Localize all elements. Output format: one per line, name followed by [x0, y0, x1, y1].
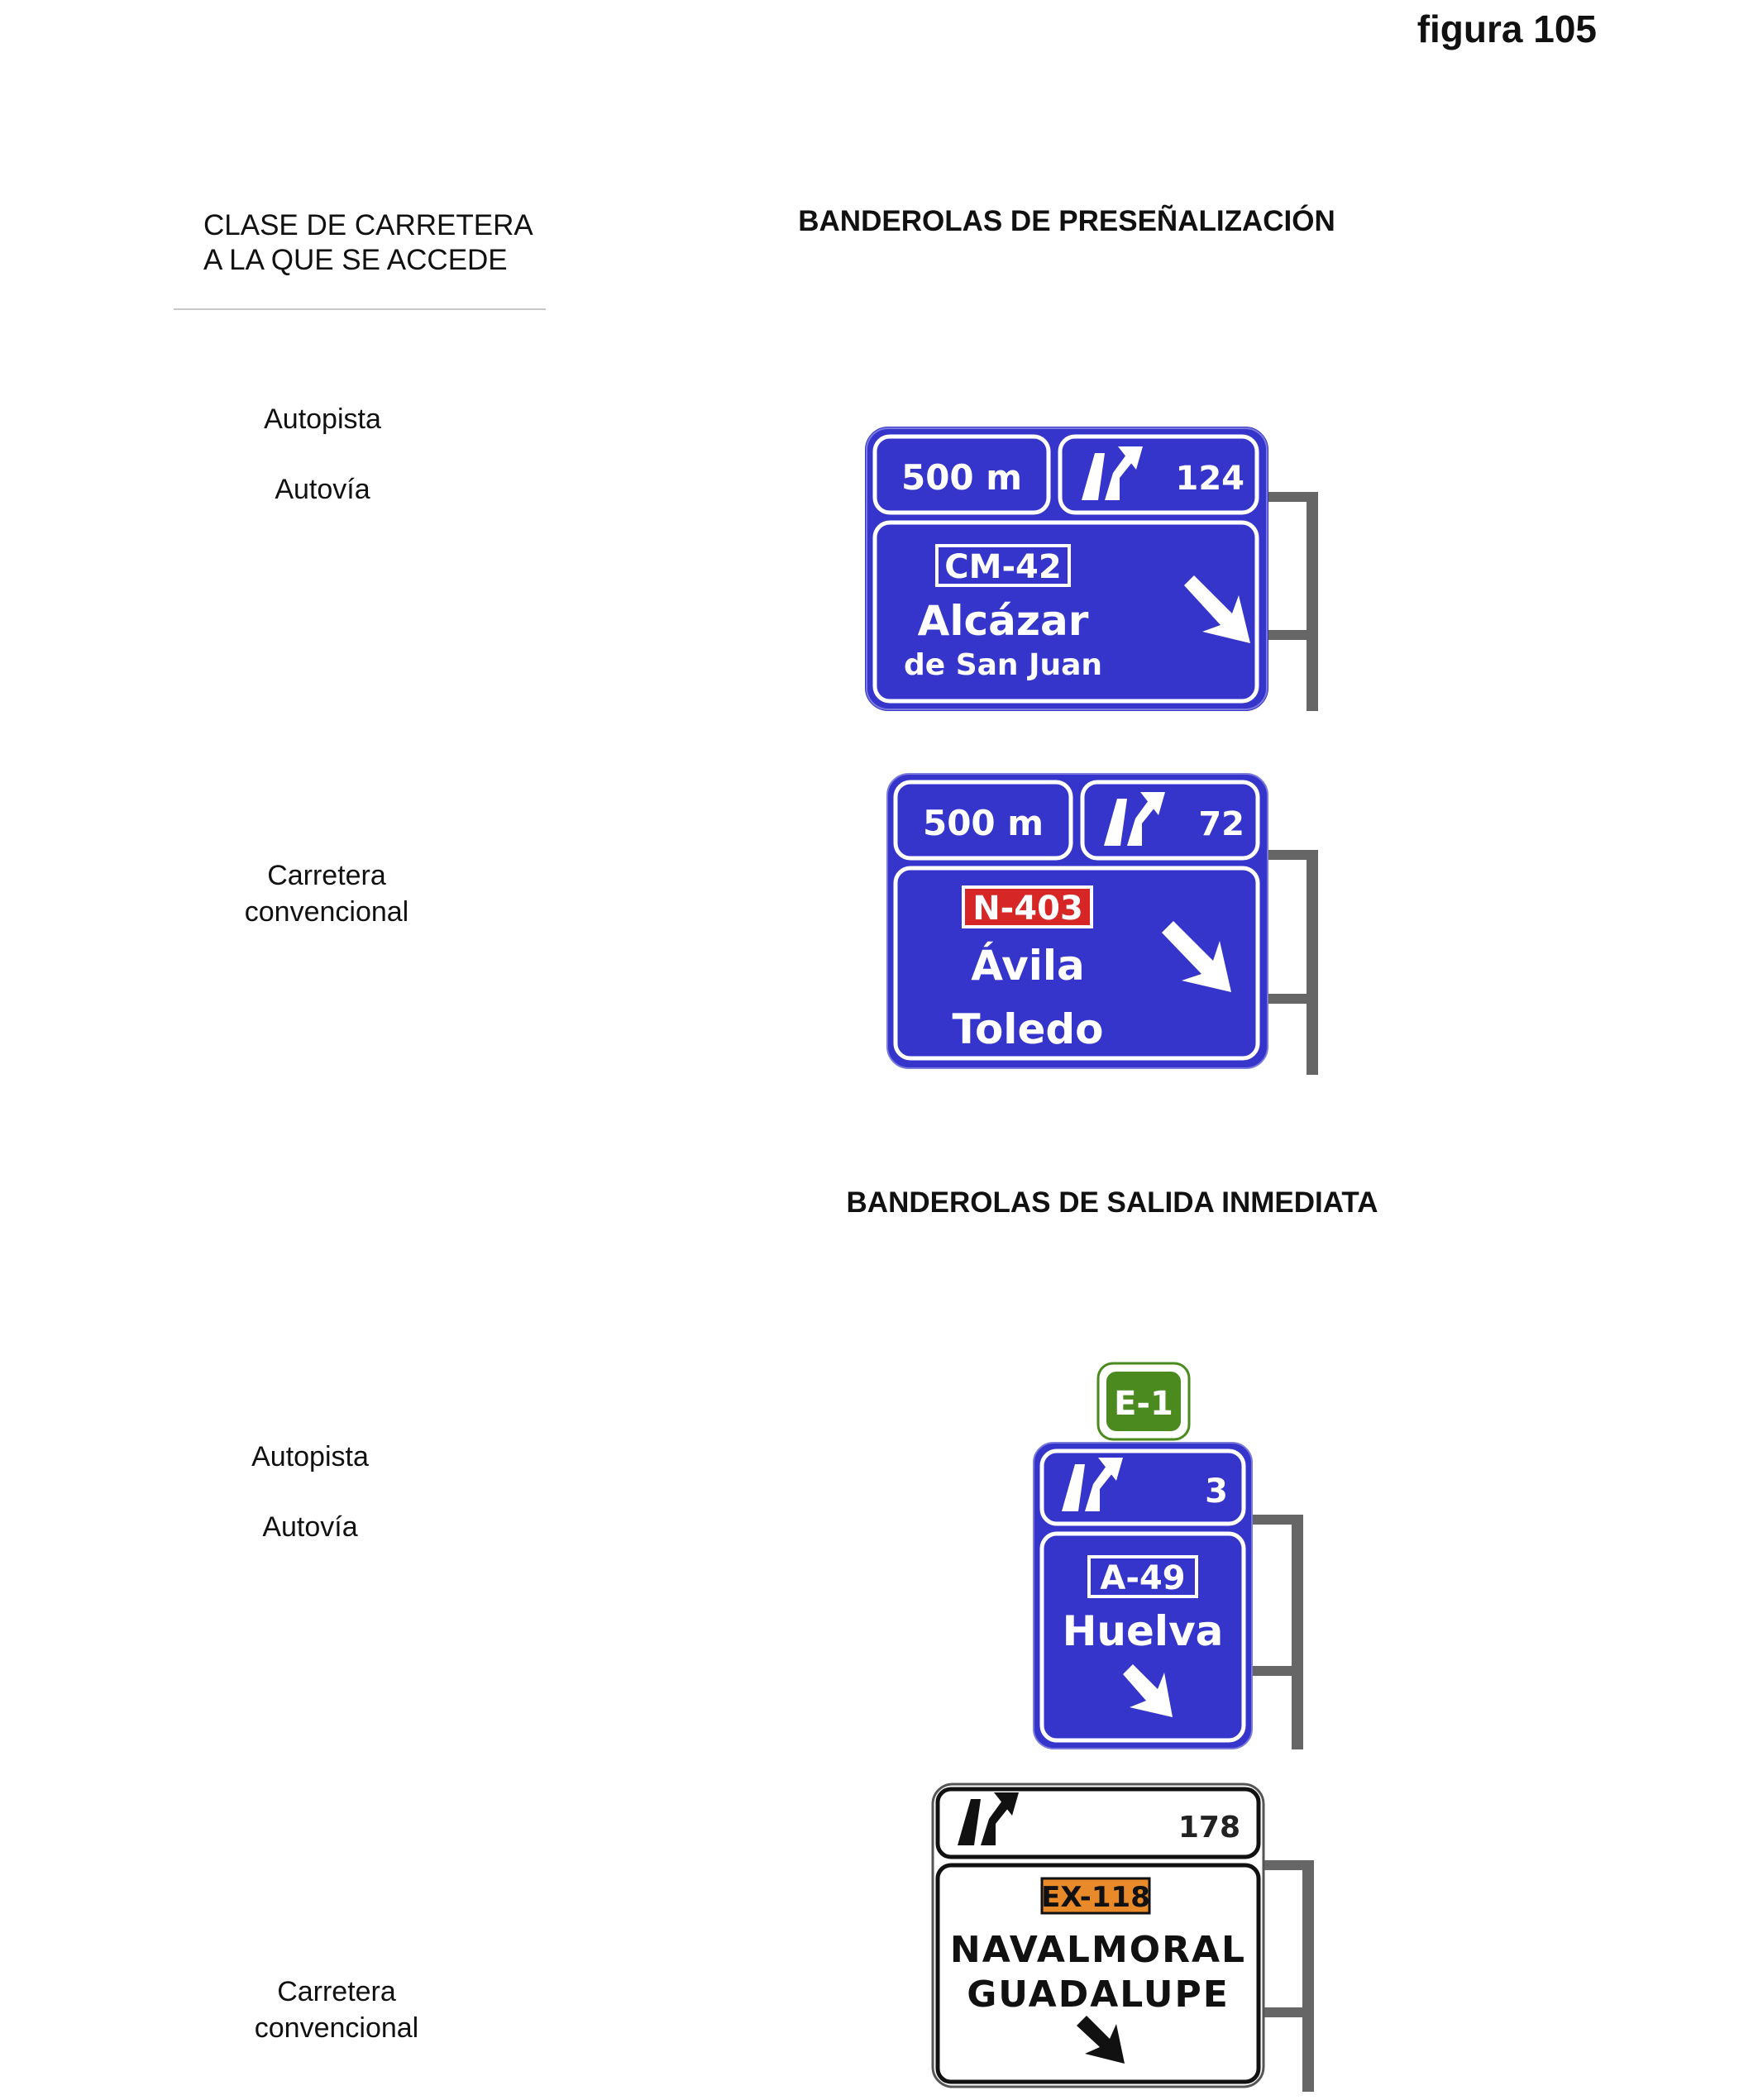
label-sal-convencional-line2: convencional	[254, 2012, 419, 2044]
label-pre-convencional-line1: Carretera	[267, 860, 386, 891]
destination-1: Huelva	[1063, 1607, 1224, 1655]
column-header-line2: A LA QUE SE ACCEDE	[203, 244, 508, 276]
exit-number: 3	[1205, 1472, 1228, 1511]
section-title-preseñalizacion: BANDEROLAS DE PRESEÑALIZACIÓN	[798, 205, 1335, 237]
figure-label: figura 105	[1416, 7, 1597, 50]
gantry-post	[1265, 492, 1318, 711]
label-pre-convencional-line2: convencional	[244, 896, 409, 928]
column-header: CLASE DE CARRETERA A LA QUE SE ACCEDE	[203, 208, 533, 278]
euro-route-badge: E-1	[1096, 1362, 1191, 1441]
road-number-box	[935, 544, 1071, 587]
destination-1: Ávila	[971, 941, 1085, 990]
arrow-down-right-icon	[1184, 575, 1250, 643]
road-number-box	[1087, 1555, 1198, 1598]
exit-number: 124	[1176, 460, 1245, 498]
distance-text: 500 m	[901, 457, 1022, 498]
exit-number: 72	[1198, 805, 1244, 843]
destination-1: NAVALMORAL	[950, 1929, 1246, 1971]
exit-icon	[958, 1792, 1019, 1845]
destination-2: GUADALUPE	[967, 1974, 1230, 2016]
gantry-post	[1265, 850, 1318, 1075]
column-header-divider	[174, 308, 546, 310]
sign-cm42-alcazar: 500 m 124 CM-42 Alcázar de San Juan	[865, 427, 1318, 711]
distance-text: 500 m	[923, 803, 1044, 843]
gantry-post	[1261, 1860, 1314, 2092]
column-header-line1: CLASE DE CARRETERA	[203, 209, 533, 241]
section-title-salida-inmediata: BANDEROLAS DE SALIDA INMEDIATA	[846, 1186, 1378, 1219]
label-sal-autopista: Autopista	[251, 1441, 369, 1472]
exit-icon	[1062, 1458, 1123, 1511]
label-sal-autovia: Autovía	[262, 1511, 358, 1543]
destination-2: Toledo	[952, 1005, 1103, 1053]
label-pre-convencional: Carretera convencional	[161, 857, 492, 930]
road-number-box	[962, 885, 1093, 928]
exit-icon	[1104, 792, 1165, 846]
road-number: EX-118	[1041, 1881, 1150, 1914]
road-number: A-49	[1100, 1559, 1185, 1597]
gantry-post	[1250, 1515, 1303, 1749]
sign-n403-avila: 500 m 72 N-403 Ávila Toledo	[886, 773, 1318, 1075]
exit-icon	[1082, 446, 1143, 500]
arrow-down-right-icon	[1077, 2016, 1125, 2064]
sign-ex118-navalmoral: 178 EX-118 NAVALMORAL GUADALUPE	[931, 1783, 1314, 2092]
road-number-box	[1040, 1877, 1151, 1915]
label-pre-autopista: Autopista	[264, 403, 381, 435]
arrow-down-right-icon	[1162, 921, 1231, 992]
label-sal-convencional-line1: Carretera	[277, 1976, 396, 2007]
label-sal-convencional: Carretera convencional	[171, 1974, 502, 2046]
exit-number: 178	[1178, 1811, 1240, 1845]
euro-route-number: E-1	[1114, 1385, 1173, 1423]
road-number: CM-42	[944, 548, 1061, 586]
destination-2: de San Juan	[904, 648, 1102, 682]
arrow-down-right-icon	[1123, 1664, 1173, 1717]
label-pre-autovia: Autovía	[275, 474, 370, 505]
sign-a49-huelva: E-1 3 A-49 Huelva	[1033, 1362, 1303, 1749]
destination-1: Alcázar	[918, 597, 1089, 645]
road-number: N-403	[972, 890, 1083, 928]
